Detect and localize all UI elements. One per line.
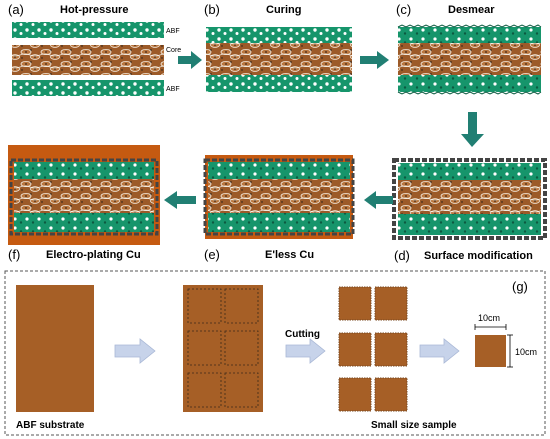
- abf-top-layer: [14, 162, 154, 179]
- panel-d-title: Surface modification: [424, 250, 533, 262]
- abf-substrate-sheet: [16, 285, 94, 412]
- single-sample: 10cm 10cm: [474, 313, 537, 368]
- panel-b: (b) Curing: [204, 2, 352, 92]
- substrate-caption: ABF substrate: [16, 420, 85, 431]
- abf-bottom-layer: [398, 75, 541, 92]
- flow-arrow-3: [419, 338, 460, 364]
- sample-height-label: 10cm: [515, 347, 537, 357]
- panel-e: (e) E'less Cu: [203, 155, 355, 262]
- abf-bottom-layer: [206, 75, 352, 92]
- panel-d: (d) Surface modification: [392, 158, 547, 263]
- arrow-b-to-c: [360, 51, 389, 69]
- panel-e-label: (e): [204, 247, 220, 262]
- core-layer: [12, 45, 164, 75]
- surface-outline: [392, 158, 547, 240]
- arrow-e-to-f: [164, 191, 196, 209]
- abf-bottom-layer: [398, 214, 541, 235]
- panel-c: (c) Desmear: [396, 2, 542, 95]
- abf-bottom-layer: [12, 80, 164, 96]
- core-label: Core: [166, 47, 181, 54]
- abf-bottom-layer: [14, 213, 154, 232]
- panel-a: (a) Hot-pressure ABF Core ABF: [8, 2, 181, 96]
- arrow-c-to-d: [461, 112, 484, 147]
- surface-outline: [9, 158, 159, 236]
- panel-b-label: (b): [204, 2, 220, 17]
- panel-c-title: Desmear: [448, 4, 495, 16]
- cutting-label: Cutting: [285, 329, 320, 340]
- panel-g-label: (g): [512, 279, 528, 294]
- panel-e-title: E'less Cu: [265, 249, 314, 261]
- panel-b-title: Curing: [266, 4, 301, 16]
- panel-a-label: (a): [8, 2, 24, 17]
- abf-top-layer: [398, 163, 541, 180]
- small-sample-pieces: [338, 286, 408, 412]
- abf-top-layer: [398, 27, 541, 43]
- core-layer: [14, 179, 154, 213]
- arrow-d-to-e: [364, 191, 393, 209]
- sample-caption: Small size sample: [371, 420, 457, 431]
- panel-g-border: [4, 270, 546, 436]
- abf-top-layer: [206, 27, 352, 43]
- core-layer: [398, 43, 541, 75]
- divided-substrate: [183, 285, 263, 412]
- panel-g: (g) ABF substrate Cutting: [4, 270, 546, 436]
- abf-bottom-layer: [208, 213, 350, 232]
- panel-f: (f) Electro-plating Cu: [8, 145, 160, 262]
- panel-f-title: Electro-plating Cu: [46, 249, 141, 261]
- flow-arrow-1: [114, 338, 156, 364]
- panel-c-label: (c): [396, 2, 411, 17]
- abf-top-label: ABF: [166, 28, 180, 35]
- panel-f-label: (f): [8, 247, 20, 262]
- core-layer: [208, 179, 350, 213]
- sample-width-label: 10cm: [478, 313, 500, 323]
- abf-top-layer: [208, 162, 350, 179]
- panel-d-label: (d): [394, 248, 410, 263]
- arrow-a-to-b: [178, 51, 202, 69]
- surface-outline: [203, 158, 355, 236]
- core-layer: [398, 180, 541, 214]
- core-layer: [206, 43, 352, 75]
- abf-bottom-label: ABF: [166, 86, 180, 93]
- panel-a-title: Hot-pressure: [60, 4, 128, 16]
- abf-top-layer: [12, 22, 164, 38]
- flow-arrow-2: [285, 338, 326, 364]
